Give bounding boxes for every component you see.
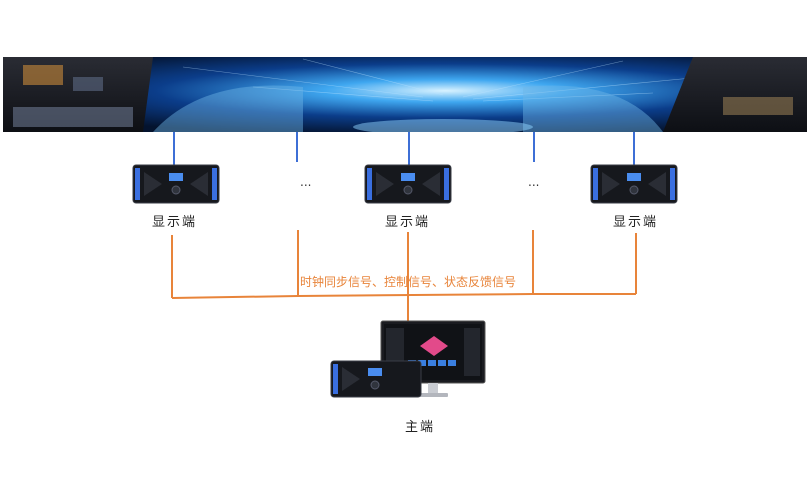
display-label-1: 显示端 [152, 215, 198, 230]
display-device-1 [132, 164, 220, 204]
signal-bus [171, 293, 636, 299]
ellipsis-1: ... [300, 175, 312, 189]
master-device [330, 360, 422, 398]
signal-label: 时钟同步信号、控制信号、状态反馈信号 [300, 275, 517, 289]
display-device-3 [590, 164, 678, 204]
master-label: 主端 [405, 420, 436, 435]
ellipsis-2: ... [528, 175, 540, 189]
led-wall-image [3, 57, 807, 132]
display-label-2: 显示端 [385, 215, 431, 230]
display-label-3: 显示端 [613, 215, 659, 230]
display-device-2 [364, 164, 452, 204]
